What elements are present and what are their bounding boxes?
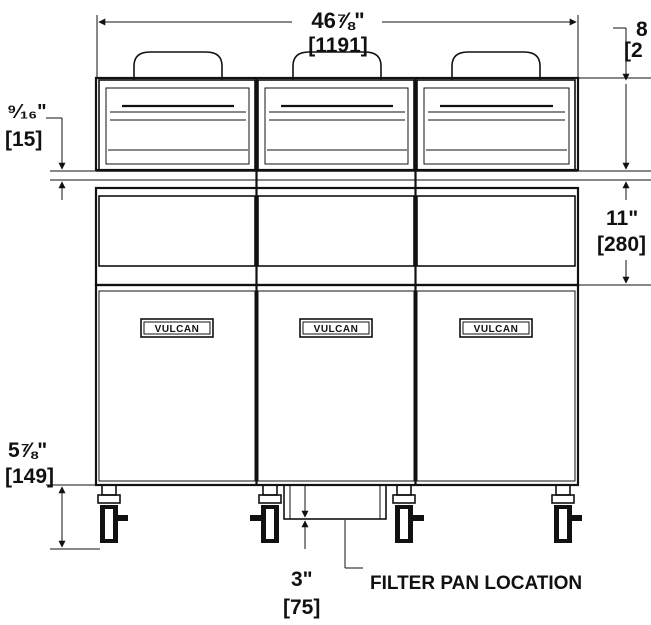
left-gap-dimension: ⁹⁄₁₆" [15] <box>5 101 96 200</box>
fryer-bank <box>94 76 580 487</box>
filter-offset-metric: [75] <box>283 596 320 619</box>
cabinet-height-dimension: 11" [280] <box>578 84 651 286</box>
filter-pan-callout: FILTER PAN LOCATION <box>344 520 582 594</box>
filter-offset-dimension: 3" [75] <box>283 485 320 619</box>
right-top-dimension: 8 [2 <box>578 18 651 81</box>
vulcan-badge-label: VULCAN <box>474 324 519 335</box>
filter-pan <box>283 484 387 520</box>
vulcan-badge-label: VULCAN <box>314 324 359 335</box>
leg-height-imperial: 5⅞" <box>8 439 47 462</box>
vulcan-badge: VULCAN <box>140 318 214 338</box>
overall-width-imperial: 46⅞" <box>311 8 364 33</box>
caster-mid-right <box>392 484 424 543</box>
fryer-unit-right: VULCAN <box>416 51 576 482</box>
leg-height-dimension: 5⅞" [149] <box>5 439 100 550</box>
right-top-metric: [2 <box>624 39 643 62</box>
fryer-unit-left: VULCAN <box>98 51 256 482</box>
vulcan-badge: VULCAN <box>299 318 373 338</box>
leg-height-metric: [149] <box>5 465 54 488</box>
filter-pan-label: FILTER PAN LOCATION <box>370 573 582 594</box>
filter-offset-imperial: 3" <box>291 568 313 591</box>
caster-right <box>551 484 582 543</box>
fryer-unit-middle: VULCAN <box>257 51 415 482</box>
cabinet-height-imperial: 11" <box>606 207 638 230</box>
caster-mid-left <box>250 484 282 543</box>
right-top-imperial: 8 <box>636 18 648 41</box>
cabinet-height-metric: [280] <box>597 233 646 256</box>
overall-width-dimension: 46⅞" [1191] <box>96 8 579 78</box>
left-gap-metric: [15] <box>5 128 42 151</box>
vulcan-badge-label: VULCAN <box>155 324 200 335</box>
left-gap-imperial: ⁹⁄₁₆" <box>7 101 47 123</box>
overall-width-metric: [1191] <box>308 34 368 57</box>
caster-left <box>97 484 128 543</box>
vulcan-badge: VULCAN <box>459 318 533 338</box>
